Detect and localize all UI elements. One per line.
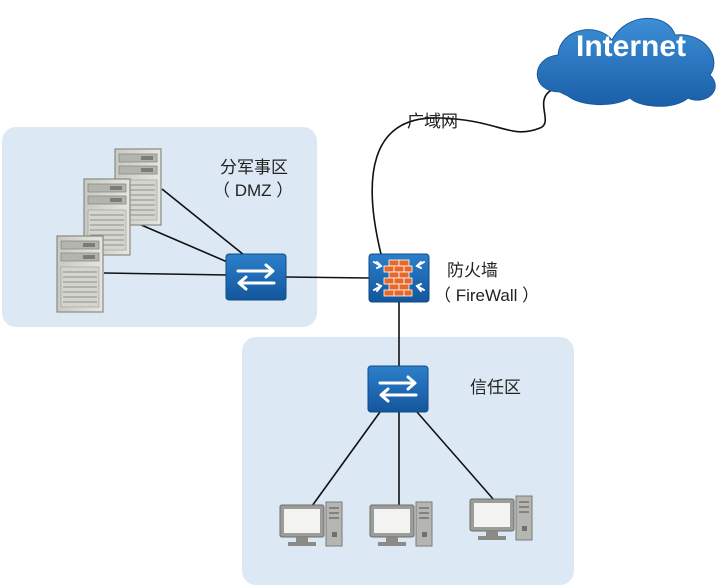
cloud-icon: Internet [536,17,716,107]
trust-switch-icon [366,364,430,414]
trust-title: 信任区 [470,378,521,397]
firewall-subtitle: （ FireWall ） [434,286,539,305]
link-wan-curve [371,82,601,255]
link-server2-switch [131,220,233,265]
dmz-switch-icon [224,252,288,302]
link-server3-switch [103,272,229,276]
server-icon [56,235,104,313]
firewall-title: 防火墙 [447,261,498,280]
dmz-title: 分军事区 [220,158,288,177]
dmz-subtitle: （ DMZ ） [213,181,293,200]
link-switch-firewall [285,276,370,279]
wan-label: 广域网 [407,112,458,131]
link-switch-pc3 [416,411,495,501]
link-server1-switch [161,188,245,256]
firewall-icon [368,253,430,303]
cloud-label: Internet [576,30,686,63]
link-switch-pc1 [311,411,381,507]
